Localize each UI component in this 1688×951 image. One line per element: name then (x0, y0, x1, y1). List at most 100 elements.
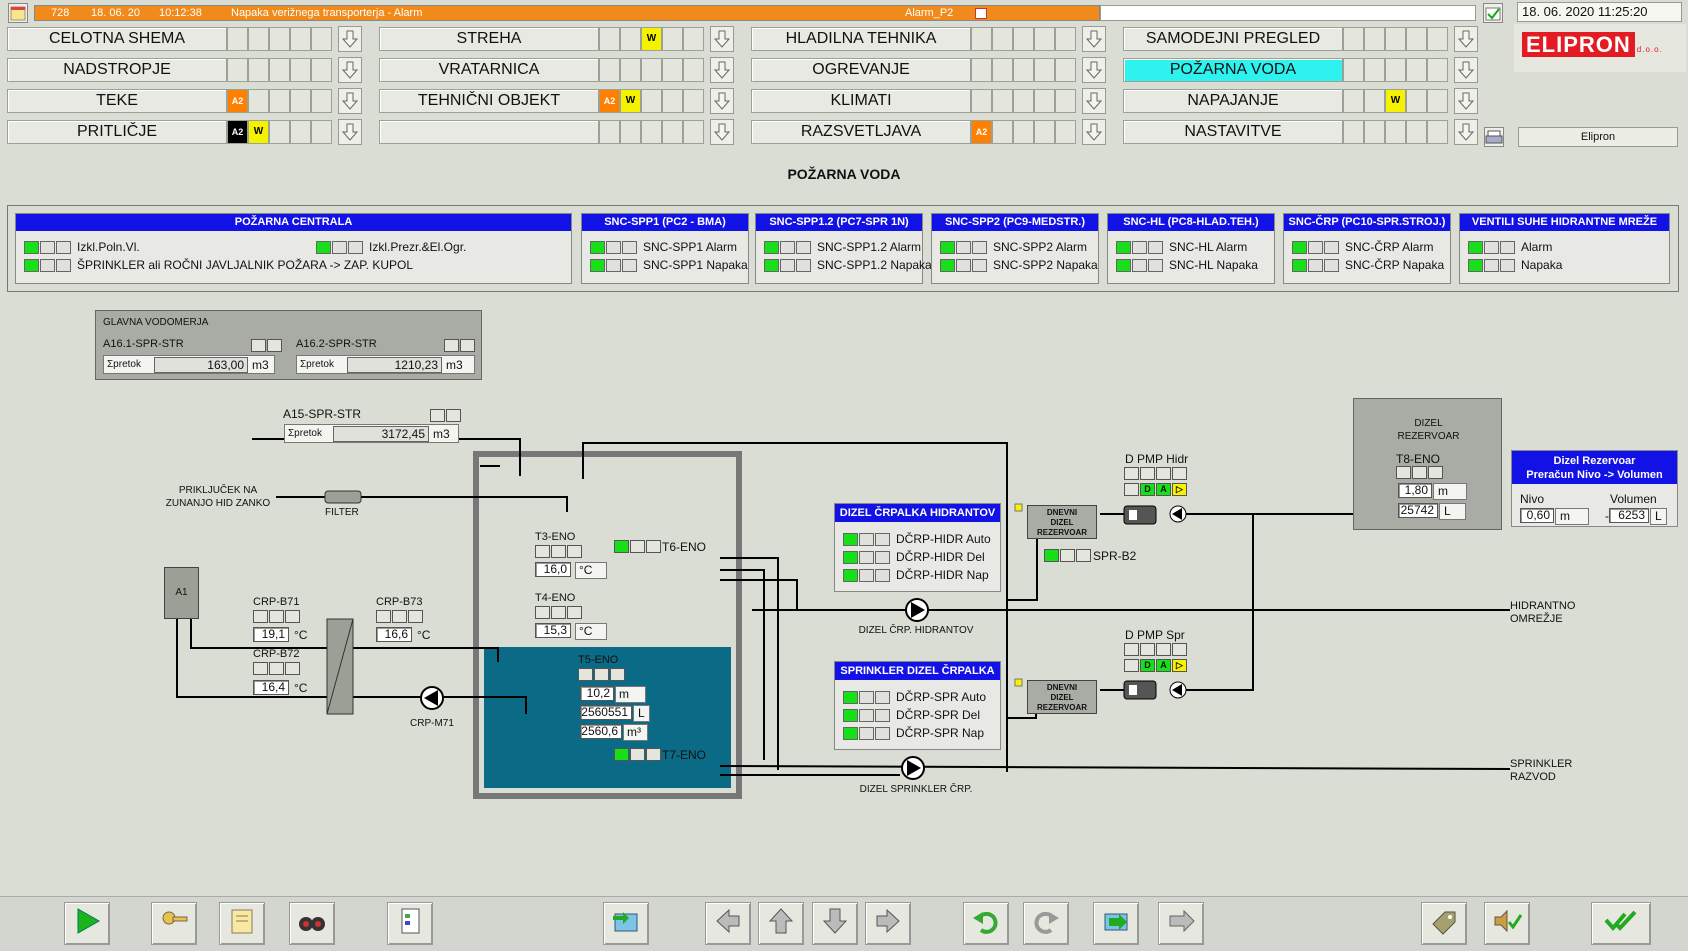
alarm-line[interactable]: 728 18. 06. 20 10:12:38 Napaka verižnega… (34, 5, 1100, 21)
nav-samodejni-pregled[interactable]: SAMODEJNI PREGLED (1123, 27, 1343, 51)
a1-cabinet[interactable]: A1 (164, 567, 199, 619)
pump-status-label: DČRP-SPR Nap (896, 726, 985, 740)
t3-tag: T3-ENO (535, 531, 576, 543)
nav-vratarnica[interactable]: VRATARNICA (379, 58, 599, 82)
calendar-icon[interactable] (8, 3, 28, 23)
print-icon[interactable] (1484, 127, 1504, 147)
t5-status (578, 668, 626, 681)
t5-level: 10,2 (580, 686, 614, 701)
undo-icon (971, 906, 1001, 941)
nav-expand-arrow-icon[interactable] (1454, 119, 1478, 145)
sound-check-button[interactable] (1484, 902, 1530, 945)
play-button[interactable] (64, 902, 110, 945)
nav-indicator (1034, 120, 1055, 144)
screen-import-button[interactable] (603, 902, 649, 945)
crp-b71-tag: CRP-B71 (253, 596, 300, 608)
tag-button[interactable] (1421, 902, 1467, 945)
forward-button[interactable] (1158, 902, 1204, 945)
status-group-title: SNC-ČRP (PC10-SPR.STROJ.) (1284, 214, 1450, 231)
arrow-down-button[interactable] (812, 902, 858, 945)
arrow-up-button[interactable] (758, 902, 804, 945)
nav-tehnični-objekt[interactable]: TEHNIČNI OBJEKT (379, 89, 599, 113)
nav-expand-arrow-icon[interactable] (338, 26, 362, 52)
pump-status-row: DČRP-HIDR Nap (843, 568, 989, 582)
nav-expand-arrow-icon[interactable] (338, 57, 362, 83)
nav-expand-arrow-icon[interactable] (710, 26, 734, 52)
nav-nadstropje[interactable]: NADSTROPJE (7, 58, 227, 82)
nav-indicator (1034, 89, 1055, 113)
status-label: SNC-HL Napaka (1169, 258, 1258, 272)
crp-b72-status (253, 662, 301, 675)
nav-hladilna-tehnika[interactable]: HLADILNA TEHNIKA (751, 27, 971, 51)
crp-b71-unit: °C (294, 628, 308, 642)
nav-streha[interactable]: STREHA (379, 27, 599, 51)
nav-expand-arrow-icon[interactable] (1082, 119, 1106, 145)
day-tank-spr[interactable]: DNEVNI DIZEL REZERVOAR (1027, 680, 1097, 714)
nav-expand-arrow-icon[interactable] (710, 57, 734, 83)
t5-volume: 2560,6 (580, 724, 622, 739)
nav-expand-arrow-icon[interactable] (1082, 57, 1106, 83)
nav-expand-arrow-icon[interactable] (1454, 26, 1478, 52)
nav-razsvetljava[interactable]: RAZSVETLJAVA (751, 120, 971, 144)
day-tank-hidr[interactable]: DNEVNI DIZEL REZERVOAR (1027, 505, 1097, 539)
crp-b73-value: 16,6 (376, 627, 412, 642)
arrow-left-button[interactable] (705, 902, 751, 945)
key-button[interactable] (151, 902, 197, 945)
nav-expand-arrow-icon[interactable] (1454, 88, 1478, 114)
nav-expand-arrow-icon[interactable] (1082, 88, 1106, 114)
nav-nastavitve[interactable]: NASTAVITVE (1123, 120, 1343, 144)
nav-indicator (1013, 27, 1034, 51)
document-button[interactable] (387, 902, 433, 945)
nav-teke[interactable]: TEKE (7, 89, 227, 113)
nav-expand-arrow-icon[interactable] (1454, 57, 1478, 83)
nav-indicator (683, 58, 704, 82)
nav-empty[interactable] (379, 120, 599, 144)
status-indicator (1468, 258, 1516, 272)
status-indicator (1116, 258, 1164, 272)
alarm-flag-icon (975, 8, 987, 19)
status-group-title: SNC-SPP2 (PC9-MEDSTR.) (932, 214, 1098, 231)
dpmp-hidr-tag: D PMP Hidr (1125, 452, 1189, 466)
nav-expand-arrow-icon[interactable] (338, 88, 362, 114)
screen-export-button[interactable] (1093, 902, 1139, 945)
nav-celotna-shema[interactable]: CELOTNA SHEMA (7, 27, 227, 51)
nav-ogrevanje[interactable]: OGREVANJE (751, 58, 971, 82)
redo-button[interactable] (1023, 902, 1069, 945)
nav-indicator (290, 27, 311, 51)
arrow-right-button[interactable] (865, 902, 911, 945)
nav-expand-arrow-icon[interactable] (710, 88, 734, 114)
notebook-button[interactable] (219, 902, 265, 945)
meter2-flow: Σpretok 1210,23 m3 (296, 355, 475, 374)
arrow-down-icon (820, 906, 850, 941)
nav-indicator (620, 58, 641, 82)
alarm-date: 18. 06. 20 (91, 7, 140, 19)
acknowledge-icon[interactable] (1483, 3, 1503, 23)
nav-indicator (1385, 120, 1406, 144)
nav-pritličje[interactable]: PRITLIČJE (7, 120, 227, 144)
nav-napajanje[interactable]: NAPAJANJE (1123, 89, 1343, 113)
pump-status-label: DČRP-HIDR Nap (896, 568, 989, 582)
nav-expand-arrow-icon[interactable] (338, 119, 362, 145)
nav-klimati[interactable]: KLIMATI (751, 89, 971, 113)
binoculars-icon (297, 906, 327, 941)
nav-indicator (683, 27, 704, 51)
nav-indicator (1013, 58, 1034, 82)
nav-požarna-voda[interactable]: POŽARNA VODA (1123, 58, 1343, 82)
double-check-button[interactable] (1591, 902, 1651, 945)
nav-expand-arrow-icon[interactable] (1082, 26, 1106, 52)
nav-expand-arrow-icon[interactable] (710, 119, 734, 145)
binoculars-button[interactable] (289, 902, 335, 945)
nav-indicator (992, 27, 1013, 51)
undo-button[interactable] (963, 902, 1009, 945)
diesel-reservoir[interactable]: DIZEL REZERVOAR T8-ENO 1,80 m 25742 L (1353, 398, 1502, 530)
status-group-title: SNC-SPP1.2 (PC7-SPR 1N) (756, 214, 922, 231)
